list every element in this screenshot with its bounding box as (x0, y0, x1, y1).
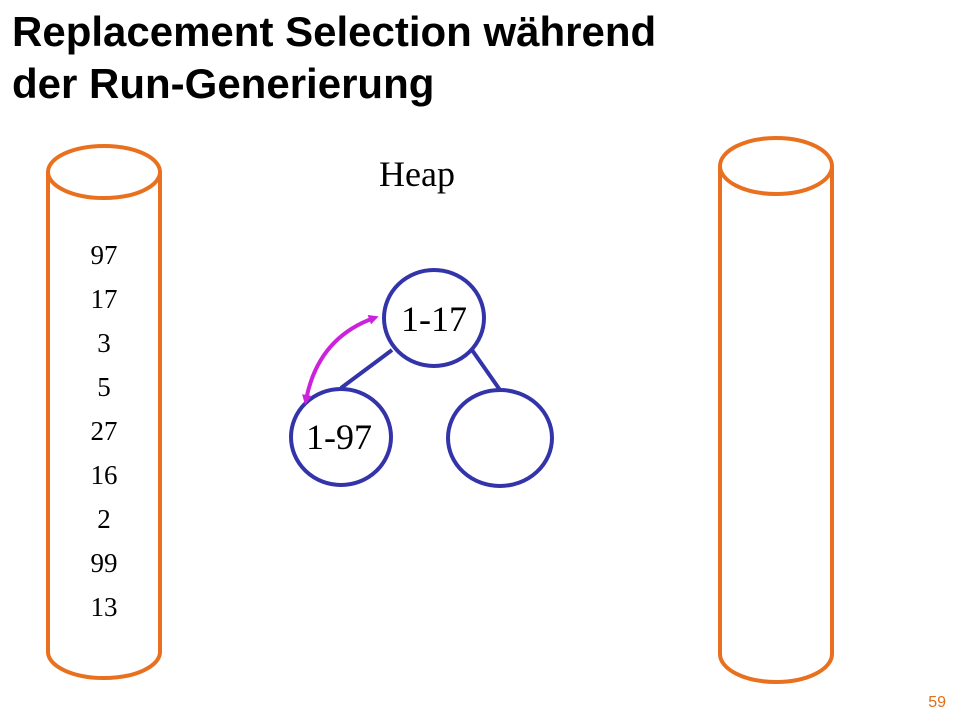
output-cylinder-top (718, 136, 834, 196)
output-cylinder (718, 136, 834, 684)
heap-node-right (446, 388, 554, 488)
input-value: 13 (91, 592, 118, 622)
input-cylinder-body (46, 172, 162, 680)
input-value: 27 (91, 416, 118, 446)
page-number: 59 (928, 694, 946, 711)
input-values-list: 97 17 3 5 27 16 2 99 13 (91, 240, 118, 622)
heap-edge-right (470, 348, 502, 392)
swap-arrow (302, 314, 379, 405)
heap-node-left: 1-97 (289, 387, 393, 487)
input-value: 16 (91, 460, 118, 490)
slide-title-line-1: Replacement Selection während (12, 8, 657, 55)
heap-edge-left (339, 348, 394, 390)
slide-title-line-2: der Run-Generierung (12, 60, 435, 107)
input-value: 17 (91, 284, 118, 314)
input-value: 99 (91, 548, 118, 578)
output-cylinder-body (718, 166, 834, 684)
heap-node-right-circle (446, 388, 554, 488)
input-value: 3 (97, 328, 111, 358)
input-value: 97 (91, 240, 118, 270)
input-cylinder: 97 17 3 5 27 16 2 99 13 (46, 144, 162, 680)
heap-node-root-circle (382, 268, 486, 368)
input-value: 5 (97, 372, 111, 402)
heap-label: Heap (379, 154, 455, 194)
heap-node-left-label: 1-97 (306, 417, 372, 457)
heap-node-root: 1-17 (382, 268, 486, 368)
input-cylinder-top (46, 144, 162, 200)
heap-node-root-label: 1-17 (401, 299, 467, 339)
slide-title: Replacement Selection während der Run-Ge… (12, 6, 656, 110)
input-value: 2 (97, 504, 111, 534)
